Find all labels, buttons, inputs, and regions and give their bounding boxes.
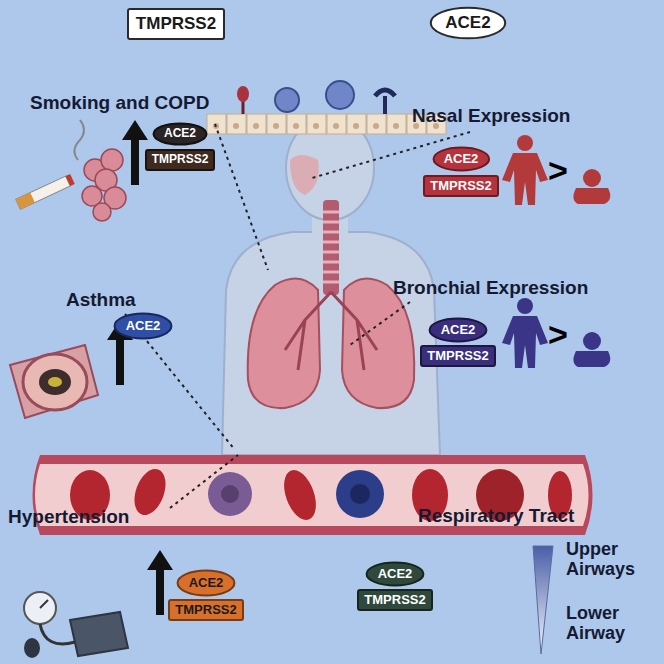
comparison-sign: > <box>548 316 572 353</box>
node-text: TMPRSS2 <box>175 603 236 617</box>
node-text: ACE2 <box>126 319 161 333</box>
tracheal-ring <box>323 221 339 224</box>
node-text: ACE2 <box>444 152 479 166</box>
section-heading: Upper Airways <box>566 540 658 580</box>
cell-nucleus <box>233 123 239 129</box>
node-text: TMPRSS2 <box>364 593 425 607</box>
node-text: TMPRSS2 <box>430 179 491 193</box>
receptor-ellipse: ACE2 <box>153 123 207 145</box>
receptor-ellipse: ACE2 <box>177 570 235 596</box>
ellipse-shape <box>433 147 489 170</box>
node-text: ACE2 <box>164 127 196 140</box>
tracheal-ring <box>323 261 339 264</box>
cell-nucleus <box>293 123 299 129</box>
receptor-ellipse: ACE2 <box>433 147 490 171</box>
tracheal-ring <box>323 251 339 254</box>
cell-nucleus <box>313 123 319 129</box>
protease-box: TMPRSS2 <box>423 175 498 197</box>
epithelial-cell <box>327 114 346 134</box>
cell-nucleus <box>333 123 339 129</box>
epithelial-cell <box>367 114 386 134</box>
alveoli <box>82 149 126 221</box>
cell-nucleus <box>273 123 279 129</box>
section-heading: Bronchial Expression <box>393 278 588 299</box>
tracheal-rings <box>323 212 339 282</box>
tracheal-ring <box>323 211 339 214</box>
epithelium <box>207 114 446 134</box>
node-text: ACE2 <box>441 323 476 337</box>
node-text: TMPRSS2 <box>152 153 209 166</box>
section-heading: Asthma <box>66 290 136 311</box>
adult-baby-nasal <box>502 135 610 205</box>
receptor-ellipse: ACE2 <box>114 313 172 339</box>
viruses-receptors <box>237 81 395 114</box>
node-text: TMPRSS2 <box>427 349 488 363</box>
cell-nucleus <box>393 123 399 129</box>
epithelial-cell <box>347 114 366 134</box>
ellipse-shape <box>367 562 424 585</box>
tracheal-ring <box>323 231 339 234</box>
epithelial-cell <box>227 114 246 134</box>
receptor-ellipse: ACE2 <box>366 562 424 586</box>
bronchus <box>10 345 98 418</box>
tracheal-ring <box>323 281 339 284</box>
ellipse-shape <box>431 8 505 39</box>
protease-box: TMPRSS2 <box>127 8 225 40</box>
cell-nucleus <box>373 123 379 129</box>
adult-baby-bronchial <box>502 298 610 368</box>
section-heading: Hypertension <box>8 507 129 528</box>
ellipse-shape <box>430 318 487 341</box>
epithelial-cell <box>247 114 266 134</box>
node-text: TMPRSS2 <box>136 15 216 34</box>
comparison-sign: > <box>548 152 572 189</box>
section-heading: Smoking and COPD <box>30 93 209 114</box>
node-text: ACE2 <box>189 576 224 590</box>
protease-box: TMPRSS2 <box>357 589 432 611</box>
receptor-ellipse: ACE2 <box>429 318 487 342</box>
nasal-cavity <box>290 155 319 195</box>
ellipse-shape <box>178 571 235 596</box>
receptor-ellipse: ACE2 <box>430 7 506 39</box>
epithelial-cell <box>267 114 286 134</box>
section-heading: Lower Airway <box>566 604 658 644</box>
ellipse-shape <box>115 314 172 339</box>
ellipse-shape <box>154 123 207 144</box>
lungs <box>248 200 415 408</box>
protease-box: TMPRSS2 <box>420 345 495 367</box>
section-heading: Respiratory Tract <box>418 506 574 527</box>
protease-box: TMPRSS2 <box>145 149 216 171</box>
tracheal-ring <box>323 241 339 244</box>
cell-nucleus <box>253 123 259 129</box>
section-heading: Nasal Expression <box>412 106 570 127</box>
epithelial-cell <box>387 114 406 134</box>
leader-lines <box>125 124 470 508</box>
epithelial-cell <box>287 114 306 134</box>
cigarette <box>16 120 84 209</box>
protease-box: TMPRSS2 <box>168 599 243 621</box>
cell-nucleus <box>353 123 359 129</box>
blood-pressure-monitor <box>24 592 128 658</box>
tracheal-ring <box>323 271 339 274</box>
node-text: ACE2 <box>445 14 490 33</box>
gradient-wedge <box>533 546 553 654</box>
node-text: ACE2 <box>378 567 413 581</box>
epithelial-cell <box>307 114 326 134</box>
